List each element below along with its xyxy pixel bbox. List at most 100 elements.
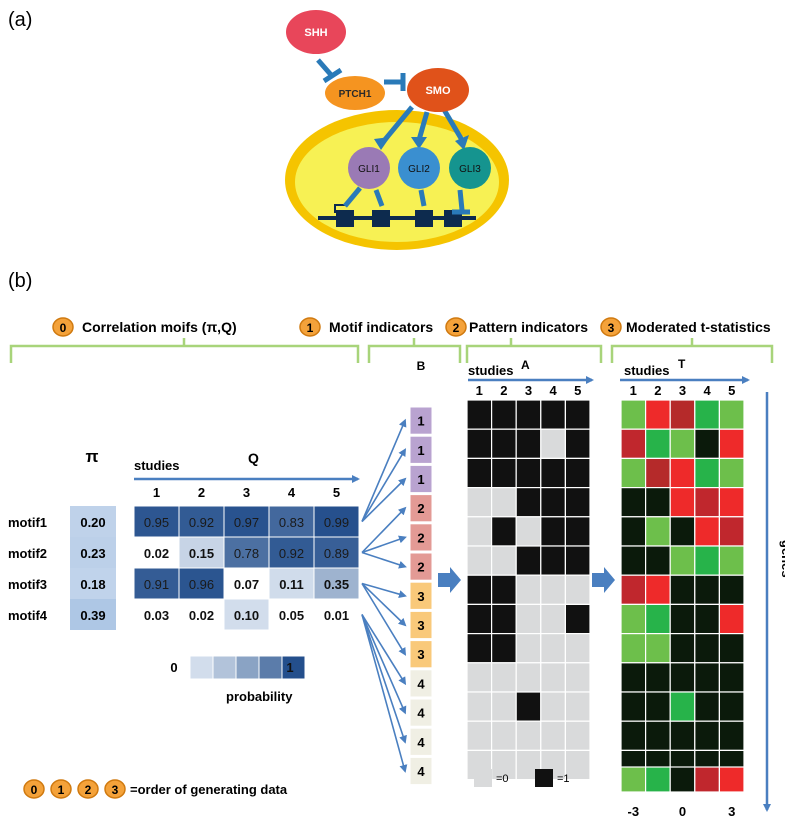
motif-to-b-arrow <box>361 535 407 554</box>
a-cell <box>491 487 517 518</box>
t-cell <box>718 720 745 752</box>
step-0-number: 0 <box>60 321 67 335</box>
a-cell <box>540 574 566 606</box>
a-studies-label: studies <box>468 363 514 378</box>
q-study-number: 2 <box>198 485 205 500</box>
t-matrix <box>620 399 745 781</box>
t-cell <box>620 662 647 693</box>
q-study-number: 3 <box>243 485 250 500</box>
a-legend-one-swatch <box>535 769 553 787</box>
a-cell <box>515 691 542 722</box>
shh-label: SHH <box>304 27 327 39</box>
motif-to-b-arrows <box>361 418 408 773</box>
motif-label: motif3 <box>8 577 47 592</box>
step-2-number: 2 <box>453 321 460 335</box>
gli1-label: GLI1 <box>358 164 380 175</box>
q-value: 0.07 <box>234 577 259 592</box>
a-cell <box>515 487 542 518</box>
q-value: 0.95 <box>144 515 169 530</box>
t-cell <box>620 516 647 547</box>
q-cell <box>178 536 225 569</box>
q-cell <box>223 536 270 569</box>
t-label: T <box>678 357 686 371</box>
motif-to-b-arrow <box>361 582 407 627</box>
step-1-text: Motif indicators <box>329 319 433 335</box>
t-cell <box>694 632 720 664</box>
order-number-3: 3 <box>112 783 119 797</box>
q-value: 0.02 <box>189 608 214 623</box>
a-cell <box>564 428 591 460</box>
a-cell <box>491 399 517 430</box>
t-cell <box>718 691 745 722</box>
t-cell <box>620 632 647 664</box>
order-badge-1 <box>50 779 72 799</box>
order-badge-0 <box>23 779 45 799</box>
t-cell <box>694 516 720 547</box>
t-colorbar-swatch <box>644 766 671 793</box>
q-value: 0.15 <box>189 546 214 561</box>
q-study-number: 4 <box>288 485 296 500</box>
gli2-to-dna <box>418 189 427 207</box>
b-cell <box>409 494 433 523</box>
a-cell <box>491 516 517 547</box>
b-cell <box>409 464 433 494</box>
q-study-number: 5 <box>333 485 340 500</box>
motif-to-b-arrow <box>361 477 407 523</box>
order-badge-2 <box>77 779 99 799</box>
t-colorbar-swatch <box>669 766 696 793</box>
shh-inhibit-bar <box>322 67 343 84</box>
a-cell <box>564 516 591 547</box>
a-legend-one-label: =1 <box>557 773 570 785</box>
t-cell <box>644 428 671 460</box>
t-cell <box>694 691 720 722</box>
b-value: 1 <box>417 414 424 429</box>
a-cell <box>466 574 493 606</box>
a-cell <box>515 574 542 606</box>
t-colorbar-swatch <box>620 766 647 793</box>
t-cell <box>669 691 696 722</box>
a-cell <box>540 487 566 518</box>
t-colorbar <box>620 766 745 793</box>
t-cell <box>669 632 696 664</box>
pi-value: 0.20 <box>80 515 105 530</box>
t-cell <box>644 487 671 518</box>
t-cell <box>694 428 720 460</box>
t-cell <box>669 574 696 606</box>
b-value: 4 <box>417 676 425 691</box>
b-value: 3 <box>417 589 424 604</box>
shh-inhibit-line <box>316 58 334 78</box>
pi-cell <box>70 537 116 568</box>
q-cell <box>178 505 225 538</box>
a-cell <box>564 487 591 518</box>
t-cell <box>620 428 647 460</box>
step-2: 2 Pattern indicators <box>445 317 588 337</box>
t-cell <box>644 457 671 489</box>
dna-box-2 <box>372 210 390 227</box>
b-cell <box>409 552 433 581</box>
a-cell <box>515 603 542 635</box>
a-cell <box>564 662 591 693</box>
pathway-diagram: SHH PTCH1 SMO GLI1 GLI2 GLI3 <box>285 10 509 250</box>
step-3-badge <box>600 317 622 337</box>
a-study-number: 3 <box>525 383 532 398</box>
step-headers: 0 Correlation moifs (π,Q) 1 Motif indica… <box>52 317 771 337</box>
t-cell <box>694 603 720 635</box>
step-3: 3 Moderated t-statistics <box>600 317 771 337</box>
a-legend-zero-swatch <box>474 769 492 787</box>
t-cell <box>620 574 647 606</box>
a-cell <box>466 399 493 430</box>
t-study-number: 3 <box>679 383 686 398</box>
a-cell <box>540 720 566 752</box>
q-cell <box>268 567 315 600</box>
a-cell <box>540 399 566 430</box>
a-legend-zero-label: =0 <box>496 773 509 785</box>
t-cell <box>694 399 720 430</box>
gli1-to-dna-a <box>343 186 362 208</box>
a-cell <box>564 691 591 722</box>
step-2-text: Pattern indicators <box>469 319 588 335</box>
q-value: 0.03 <box>144 608 169 623</box>
